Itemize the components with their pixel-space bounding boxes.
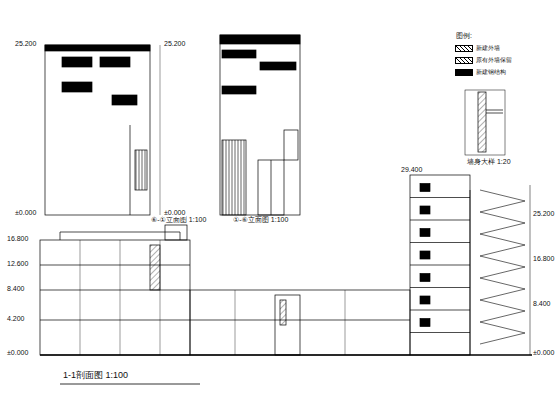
note-label: 图例: xyxy=(455,32,473,40)
note-label: 墙身大样 1:20 xyxy=(466,158,512,166)
legend-text: 新建钢结构 xyxy=(476,68,506,77)
legend-row: 原有外墙保留 xyxy=(455,56,512,65)
legend-row: 新建外墙 xyxy=(455,44,500,53)
level-mark: 4.200 xyxy=(6,315,26,323)
level-mark: 25.200 xyxy=(14,40,37,48)
level-mark: 8.400 xyxy=(532,300,552,308)
legend-row: 新建钢结构 xyxy=(455,68,506,77)
level-mark: 12.600 xyxy=(6,260,29,268)
level-mark: ±0.000 xyxy=(6,349,29,357)
level-mark: 16.800 xyxy=(6,235,29,243)
legend-swatch xyxy=(455,57,473,64)
level-mark: 25.200 xyxy=(163,40,186,48)
drawing-title: 1-1剖面图 1:100 xyxy=(62,371,129,381)
drawing-title: ⑥-①立面图 1:100 xyxy=(150,216,207,224)
level-mark: ±0.000 xyxy=(163,209,186,217)
level-mark: 25.200 xyxy=(532,210,555,218)
level-mark: ±0.000 xyxy=(532,349,555,357)
level-mark: 8.400 xyxy=(6,285,26,293)
level-mark: ±0.000 xyxy=(14,209,37,217)
legend-text: 原有外墙保留 xyxy=(476,56,512,65)
level-mark: 29.400 xyxy=(400,166,423,174)
legend-text: 新建外墙 xyxy=(476,44,500,53)
level-mark: 16.800 xyxy=(532,255,555,263)
legend-swatch xyxy=(455,69,473,76)
legend-swatch xyxy=(455,45,473,52)
drawing-title: ①-⑥立面图 1:100 xyxy=(232,216,289,224)
